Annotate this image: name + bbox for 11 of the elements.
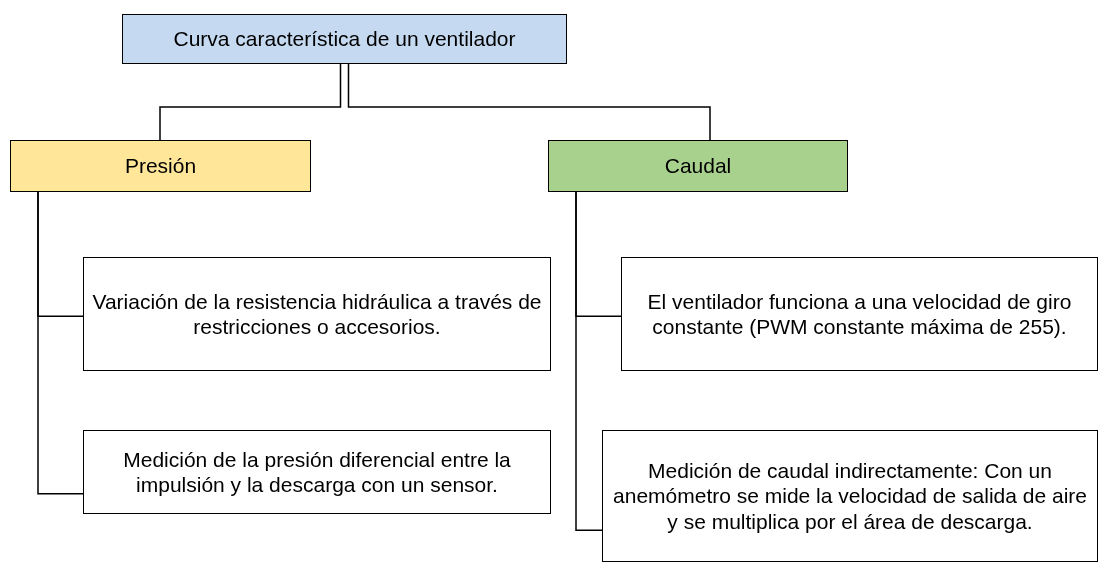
connector-line (37, 191, 84, 495)
connector-line (575, 191, 603, 532)
description-box: El ventilador funciona a una velocidad de giro constante (PWM constante máxima de 255). (621, 257, 1098, 371)
connector-line (347, 63, 711, 141)
title-box: Curva característica de un ventilador (122, 14, 567, 64)
category-box: Caudal (548, 140, 848, 192)
description-box: Medición de la presión diferencial entre la impulsión y la descarga con un sensor. (83, 430, 551, 514)
connector-line (159, 63, 342, 141)
description-box: Variación de la resistencia hidráulica a través de restricciones o accesorios. (83, 257, 551, 371)
category-box: Presión (10, 140, 311, 192)
description-box: Medición de caudal indirectamente: Con un anemómetro se mide la velocidad de salida de aire y se multiplica por el área de descarga. (602, 430, 1098, 562)
